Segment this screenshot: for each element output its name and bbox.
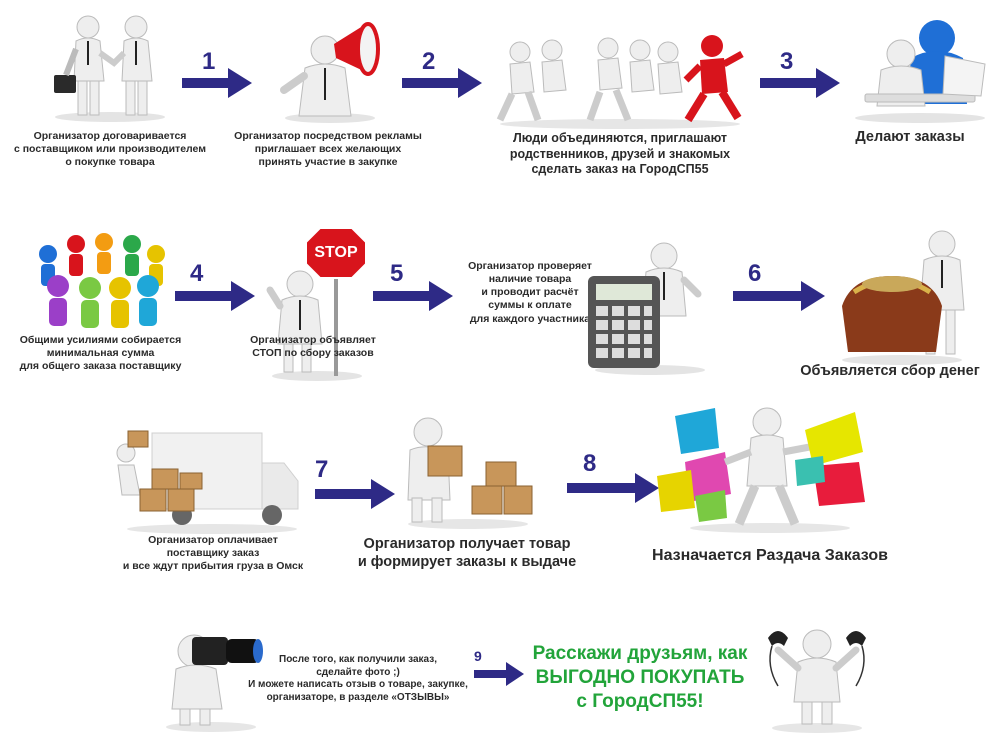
stop-sign-figure-icon [266, 227, 367, 381]
arrow-1-icon [182, 68, 252, 98]
step-3-caption: Люди объединяются, приглашают родственни… [509, 131, 731, 177]
arrow-8-icon [567, 473, 659, 503]
wallet-figure-icon [842, 230, 965, 365]
arrow-6-icon [733, 281, 825, 311]
arrow-4-number: 4 [190, 260, 204, 287]
handshake-figures-icon [54, 15, 165, 122]
step-7-caption: Организатор проверяет наличие товара и п… [468, 260, 592, 325]
arrow-3-number: 3 [780, 48, 794, 75]
arrow-9-icon [474, 662, 524, 686]
arrow-7-number: 7 [315, 456, 329, 483]
step-8-caption: Объявляется сбор денег [800, 363, 980, 379]
step-9-caption: Организатор оплачивает поставщику заказ … [122, 534, 304, 573]
cta-text: Расскажи друзьям, как ВЫГОДНО ПОКУПАТЬ с… [532, 643, 748, 712]
truck-boxes-icon [116, 430, 299, 534]
step-2-caption: Организатор посредством рекламы приглаша… [234, 130, 422, 169]
step-6-caption: Организатор объявляет СТОП по сбору зака… [250, 334, 376, 360]
step-1-caption: Организатор договаривается с поставщиком… [13, 130, 207, 169]
arrow-1-number: 1 [202, 48, 216, 75]
stop-sign-label: STOP [314, 244, 358, 261]
arrow-7-icon [315, 479, 395, 509]
arrow-5-icon [373, 281, 453, 311]
step-4-caption: Делают заказы [855, 129, 965, 145]
step-11-caption: Назначается Раздача Заказов [652, 547, 888, 564]
megaphone-figure-icon [280, 22, 380, 123]
shopping-bags-figure-icon [657, 407, 865, 533]
calculator-figure-icon [588, 242, 705, 375]
step-5-caption: Общими усилиями собирается минимальная с… [19, 334, 182, 373]
arrow-9-number: 9 [474, 648, 482, 664]
computer-figures-icon [855, 20, 986, 123]
arrow-2-number: 2 [422, 48, 436, 75]
running-figures-icon [496, 35, 744, 129]
camera-figure-icon [166, 634, 263, 732]
arrow-2-icon [402, 68, 482, 98]
arrow-3-icon [760, 68, 840, 98]
step-10-caption: Организатор получает товар и формирует з… [357, 536, 577, 571]
arrow-6-number: 6 [748, 260, 762, 287]
carrying-boxes-figure-icon [407, 417, 533, 529]
arrow-4-icon [175, 281, 255, 311]
phones-figure-icon [768, 629, 866, 733]
step-12-caption: После того, как получили заказ, сделайте… [248, 654, 468, 703]
arrow-8-number: 8 [583, 450, 597, 477]
arrow-5-number: 5 [390, 260, 404, 287]
circle-of-people-icon [39, 233, 165, 328]
